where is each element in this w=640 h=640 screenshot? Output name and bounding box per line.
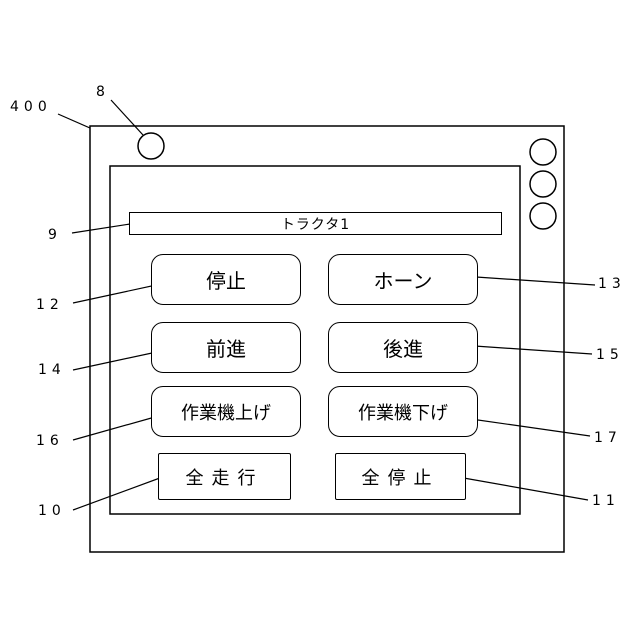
ref-numeral-13: 13 (598, 276, 626, 292)
hardware-button-2[interactable] (530, 171, 556, 197)
implement-down-button[interactable]: 作業機下げ (328, 386, 478, 437)
forward-button-label: 前進 (206, 333, 246, 362)
ref-numeral-400: 400 (10, 99, 52, 115)
ref-numeral-11: 11 (592, 493, 620, 509)
hardware-button-3[interactable] (530, 203, 556, 229)
ref-numeral-16: 16 (36, 433, 64, 449)
indicator-lamp (138, 133, 164, 159)
leader-line-15 (460, 345, 592, 354)
implement-down-button-label: 作業機下げ (358, 399, 448, 425)
leader-line-9 (72, 224, 130, 233)
hardware-button-1[interactable] (530, 139, 556, 165)
reverse-button-label: 後進 (383, 333, 423, 362)
leader-line-17 (464, 418, 590, 436)
all-stop-button-label: 全停止 (362, 464, 440, 490)
ref-numeral-17: 17 (594, 430, 622, 446)
ref-numeral-12: 12 (36, 297, 64, 313)
leader-line-10 (73, 475, 168, 510)
leader-line-400 (58, 114, 90, 128)
ref-numeral-9: 9 (48, 227, 62, 243)
implement-up-button[interactable]: 作業機上げ (151, 386, 301, 437)
implement-up-button-label: 作業機上げ (181, 399, 271, 425)
horn-button-label: ホーン (374, 265, 433, 294)
vehicle-name-label: トラクタ1 (281, 214, 350, 234)
leader-line-16 (73, 415, 162, 440)
horn-button[interactable]: ホーン (328, 254, 478, 305)
stop-button-label: 停止 (206, 265, 246, 294)
reverse-button[interactable]: 後進 (328, 322, 478, 373)
leader-line-11 (458, 477, 588, 500)
ref-numeral-8: 8 (96, 84, 110, 100)
leader-line-8 (111, 100, 143, 135)
ref-numeral-15: 15 (596, 347, 624, 363)
all-run-button[interactable]: 全走行 (158, 453, 291, 500)
forward-button[interactable]: 前進 (151, 322, 301, 373)
stop-button[interactable]: 停止 (151, 254, 301, 305)
leader-line-13 (476, 277, 595, 285)
vehicle-name-field: トラクタ1 (129, 212, 502, 235)
all-run-button-label: 全走行 (186, 464, 264, 490)
ref-numeral-10: 10 (38, 503, 66, 519)
ref-numeral-14: 14 (38, 362, 66, 378)
all-stop-button[interactable]: 全停止 (335, 453, 466, 500)
